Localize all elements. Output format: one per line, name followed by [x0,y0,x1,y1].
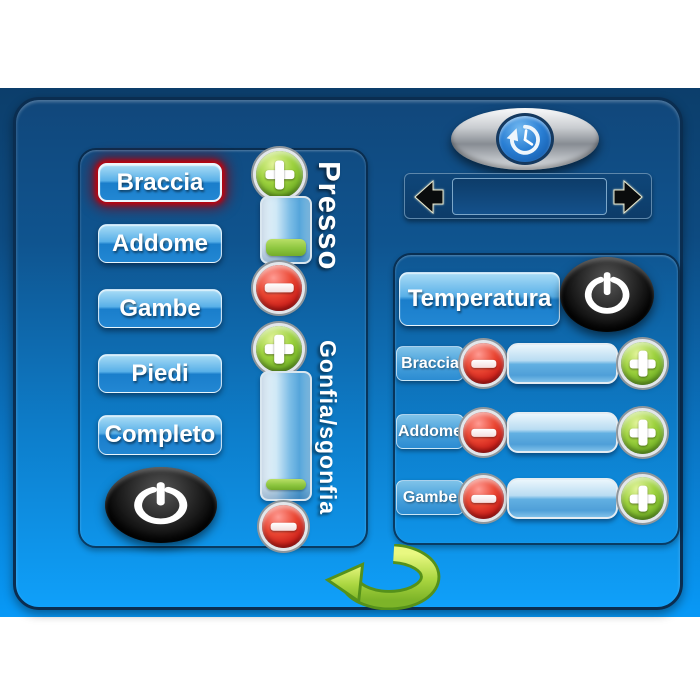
refresh-arrow-icon[interactable] [314,544,450,610]
temp-gambe-value-bar [507,478,618,519]
zone-button-completo[interactable]: Completo [98,415,222,455]
minus-icon [256,265,302,311]
minus-icon [463,478,504,519]
temp-addome-decrease-button[interactable] [463,412,504,453]
temperature-panel [393,253,680,545]
zone-panel [78,148,368,548]
plus-icon [621,342,664,385]
timer-next-button[interactable] [606,176,649,218]
right-arrow-icon [613,179,643,215]
presso-increase-button[interactable] [256,151,303,198]
temp-braccia-increase-button[interactable] [621,342,664,385]
temp-braccia-value-bar [507,343,618,384]
gonfia-increase-button[interactable] [256,326,302,372]
zone-button-piedi[interactable]: Piedi [98,354,222,393]
timer-button[interactable] [451,108,599,170]
timer-display [452,178,607,215]
temp-braccia-decrease-button[interactable] [463,343,504,384]
power-icon [584,271,630,314]
temp-row-label-addome: Addome [396,414,464,449]
plus-icon [256,151,303,198]
timer-previous-button[interactable] [407,176,450,218]
gonfia-label: Gonfia/sgonfia [315,340,341,515]
plus-icon [621,411,664,454]
plus-icon [256,326,302,372]
plus-icon [621,477,664,520]
zone-button-braccia[interactable]: Braccia [98,163,222,202]
gonfia-decrease-button[interactable] [262,505,305,548]
temp-row-label-gambe: Gambe [396,480,464,515]
temp-addome-value-bar [507,412,618,453]
temp-gambe-increase-button[interactable] [621,477,664,520]
temp-gambe-decrease-button[interactable] [463,478,504,519]
main-power-button[interactable] [105,467,217,543]
zone-button-gambe[interactable]: Gambe [98,289,222,328]
zone-button-addome[interactable]: Addome [98,224,222,263]
clock-history-icon [496,113,554,165]
timer-selector [404,173,652,219]
power-icon [134,482,188,525]
presso-gauge [260,196,312,264]
temperature-title: Temperatura [399,272,560,326]
gauge-level-segment [266,478,306,491]
presso-decrease-button[interactable] [256,265,302,311]
minus-icon [463,412,504,453]
presso-label: Presso [312,161,347,271]
left-arrow-icon [413,179,443,215]
minus-icon [262,505,305,548]
temperature-power-button[interactable] [560,257,654,332]
gauge-level-segment [266,238,306,257]
temp-addome-increase-button[interactable] [621,411,664,454]
gonfia-gauge [260,371,312,501]
temp-row-label-braccia: Braccia [396,346,464,381]
minus-icon [463,343,504,384]
